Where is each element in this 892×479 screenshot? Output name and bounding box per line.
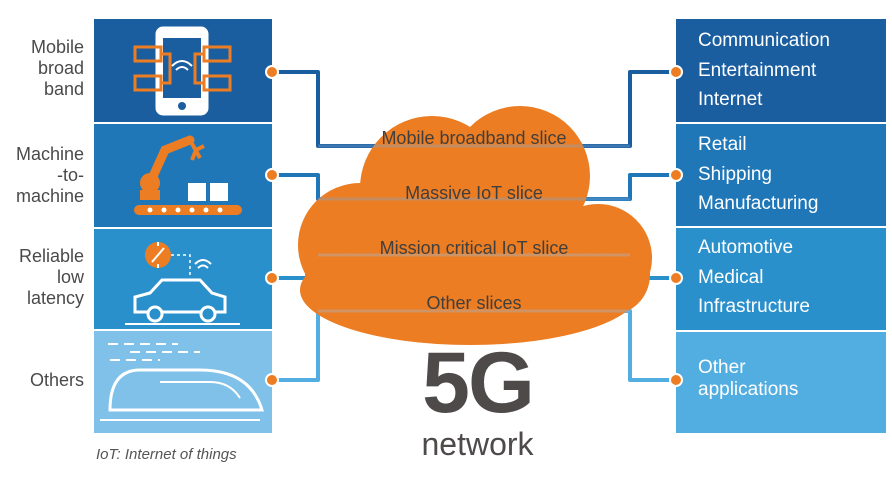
network-title: 5G: [422, 335, 535, 431]
dot-right-4: [669, 373, 683, 387]
app-list-communication: Communication Entertainment Internet: [698, 30, 830, 110]
category-label-machine-to-machine: Machine -to- machine: [15, 144, 84, 206]
slice-label-mission-critical-iot: Mission critical IoT slice: [379, 238, 569, 258]
slice-label-other: Other slices: [426, 293, 522, 313]
category-label-others: Others: [29, 370, 84, 390]
dot-left-2: [265, 168, 279, 182]
connected-car-icon: [125, 242, 240, 325]
network-cloud: [298, 106, 652, 345]
network-subtitle: network: [421, 426, 534, 462]
robot-arm-conveyor-icon: [134, 135, 242, 215]
footnote: IoT: Internet of things: [96, 446, 237, 463]
app-list-automotive: Automotive Medical Infrastructure: [698, 237, 810, 317]
dot-right-3: [669, 271, 683, 285]
category-label-reliable-low-latency: Reliable low latency: [18, 246, 84, 308]
slice-label-mobile-broadband: Mobile broadband slice: [381, 128, 567, 148]
dot-right-1: [669, 65, 683, 79]
smartphone-network-icon: [133, 26, 232, 116]
app-list-retail: Retail Shipping Manufacturing: [698, 134, 819, 214]
dot-left-3: [265, 271, 279, 285]
app-box-automotive: [676, 228, 886, 330]
app-box-other-applications: [676, 332, 886, 433]
high-speed-train-icon: [100, 343, 265, 421]
app-box-communication: [676, 19, 886, 122]
app-box-retail: [676, 124, 886, 226]
dot-right-2: [669, 168, 683, 182]
dot-left-4: [265, 373, 279, 387]
slice-label-massive-iot: Massive IoT slice: [405, 183, 543, 203]
dot-left-1: [265, 65, 279, 79]
category-label-mobile-broadband: Mobile broad band: [30, 37, 84, 99]
app-list-other: Other applications: [698, 357, 799, 400]
